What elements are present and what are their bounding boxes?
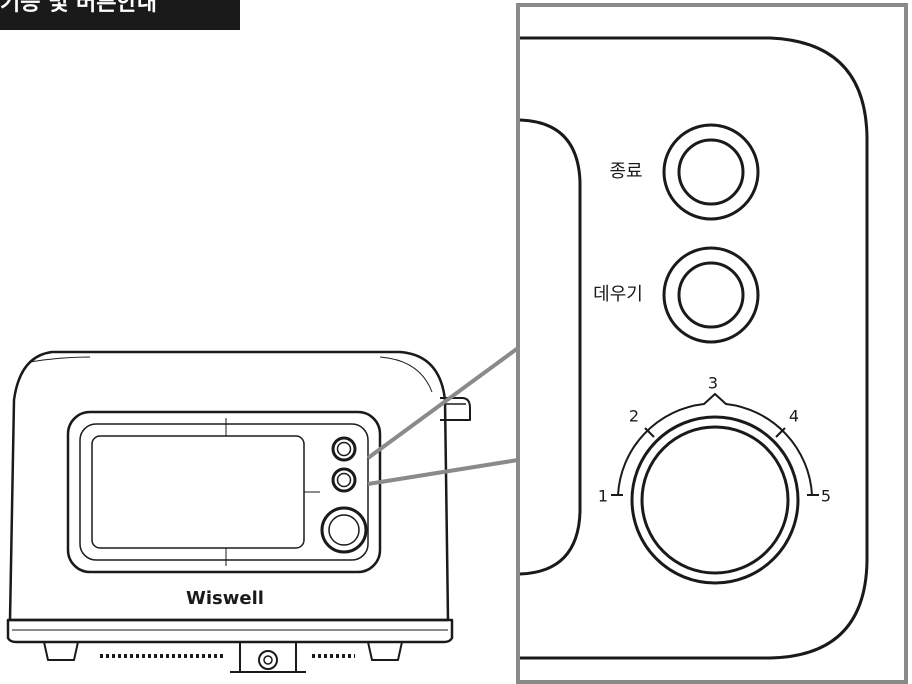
stop-label: 종료 <box>609 161 642 182</box>
toaster-foot-left <box>43 641 79 661</box>
control-panel-bezel <box>79 423 369 561</box>
reheat-button[interactable] <box>662 246 760 344</box>
dial-scale-arc <box>617 392 813 496</box>
dial-level-4: 4 <box>789 407 799 426</box>
browning-dial[interactable] <box>630 415 800 585</box>
page-title: 기능 및 버튼안내 <box>0 0 240 30</box>
stop-button[interactable] <box>662 123 760 221</box>
dial-level-2: 2 <box>629 407 639 426</box>
toaster-dial[interactable] <box>320 506 368 554</box>
toaster-side-lever <box>440 397 471 421</box>
reheat-label: 데우기 <box>593 284 643 305</box>
toaster-stop-button[interactable] <box>331 436 357 462</box>
zoom-panel-outline <box>520 36 869 660</box>
dial-level-5: 5 <box>821 487 831 506</box>
dial-level-3: 3 <box>708 374 718 393</box>
zoom-window-edge <box>519 118 582 576</box>
toaster-base <box>6 618 454 644</box>
viewing-window <box>91 435 305 549</box>
zoom-frame <box>516 3 908 684</box>
toaster-body <box>8 350 450 622</box>
cord-port <box>239 642 297 673</box>
dial-level-1: 1 <box>598 487 608 506</box>
toaster <box>6 350 471 673</box>
control-panel-outer <box>66 410 382 574</box>
toaster-foot-right <box>367 641 403 661</box>
callout-lines <box>366 346 520 486</box>
zoom-detail <box>519 36 869 660</box>
page-title-text: 기능 및 버튼안내 <box>0 0 157 16</box>
toaster-reheat-button[interactable] <box>331 467 357 493</box>
brand-logo: Wiswell <box>186 588 264 609</box>
